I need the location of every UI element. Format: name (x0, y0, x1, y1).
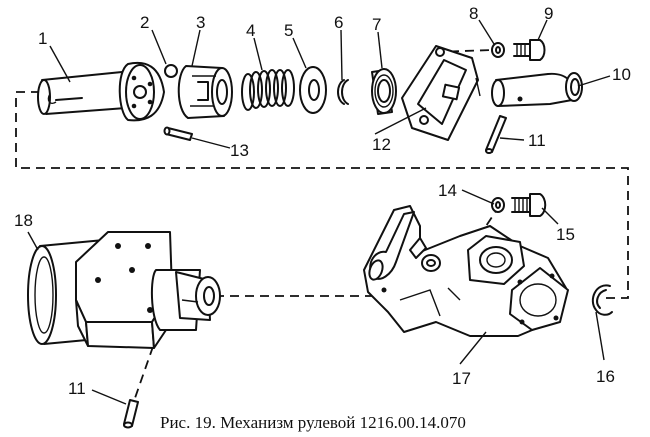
part-18-hydraulic-unit (27, 231, 221, 349)
callout-7: 7 (372, 15, 381, 34)
callout-11-upper: 11 (528, 131, 546, 150)
part-7-bearing (371, 68, 397, 115)
callout-4: 4 (246, 21, 255, 40)
part-10-pin (491, 72, 583, 107)
callout-14: 14 (438, 181, 457, 200)
part-11-pin-upper (485, 115, 507, 154)
part-5-washer (299, 66, 327, 114)
part-1-shaft (37, 71, 127, 115)
callout-5: 5 (284, 21, 293, 40)
callout-8: 8 (469, 4, 478, 23)
figure-caption: Рис. 19. Механизм рулевой 1216.00.14.070 (160, 413, 466, 432)
part-4-spring (241, 69, 295, 111)
callout-2: 2 (140, 13, 149, 32)
callout-12: 12 (372, 135, 391, 154)
part-14-washer (491, 197, 505, 213)
callout-6: 6 (334, 13, 343, 32)
callout-9: 9 (544, 4, 553, 23)
part-15-bolt (511, 193, 547, 217)
part-2-ball (164, 64, 178, 78)
part-3-sleeve (177, 65, 233, 119)
part-9-bolt (513, 39, 546, 61)
part-11-pin-lower (123, 399, 139, 429)
callout-numbers: 1 2 3 4 5 6 7 8 9 10 11 12 13 14 15 16 1… (14, 4, 631, 398)
part-16-retaining-ring (591, 284, 613, 316)
callout-11-lower: 11 (68, 379, 86, 398)
leader-lines (27, 19, 611, 405)
part-12-cover (401, 45, 481, 141)
callout-13: 13 (230, 141, 249, 160)
callout-1: 1 (38, 29, 47, 48)
callout-18: 18 (14, 211, 33, 230)
part-6-lock-ring (337, 79, 349, 105)
part-1-flange (118, 61, 165, 122)
callout-3: 3 (196, 13, 205, 32)
callout-15: 15 (556, 225, 575, 244)
part-13-pin (163, 126, 193, 141)
callout-17: 17 (452, 369, 471, 388)
callout-10: 10 (612, 65, 631, 84)
part-17-housing (363, 205, 569, 337)
callout-16: 16 (596, 367, 615, 386)
part-8-washer (491, 42, 505, 58)
